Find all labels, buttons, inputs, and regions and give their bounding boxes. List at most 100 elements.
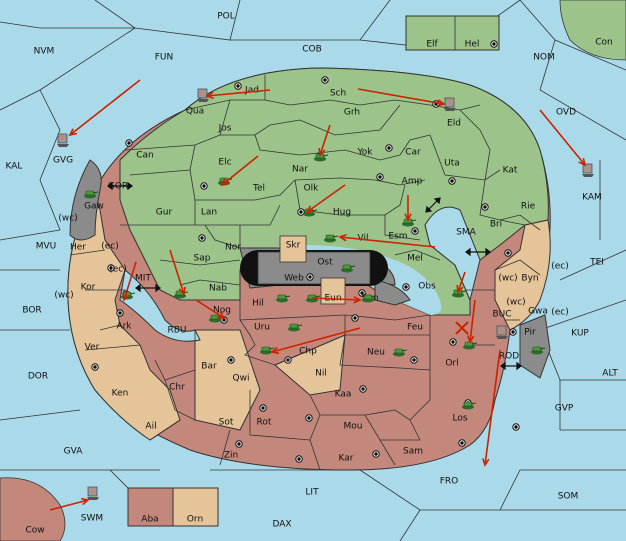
failed-order-mark: [455, 321, 469, 335]
order-arrowhead: [338, 233, 347, 242]
fleet-unit[interactable]: [87, 486, 99, 500]
sea-label-dax: DAX: [272, 520, 291, 530]
order-arrow: [49, 499, 89, 511]
army-unit[interactable]: [288, 323, 303, 332]
order-arrowhead: [80, 497, 90, 506]
army-unit[interactable]: [393, 348, 408, 357]
land-label-sap: Sap: [194, 254, 211, 264]
land-label-ost: Ost: [317, 258, 333, 268]
land-label-nil: Nil: [315, 369, 327, 379]
land-label-kat: Kat: [503, 166, 518, 176]
order-arrow: [457, 271, 466, 293]
land-gaw[interactable]: [69, 159, 102, 241]
order-arrow: [357, 88, 445, 105]
army-unit[interactable]: [324, 234, 339, 243]
supply-center-dot: [261, 406, 265, 410]
order-arrow: [271, 327, 361, 353]
land-label-sam: Sam: [403, 447, 423, 457]
order-arrowhead: [437, 99, 446, 107]
order-arrow: [123, 261, 137, 301]
land-label-ail: Ail: [145, 422, 156, 432]
army-unit[interactable]: [341, 264, 356, 273]
supply-center-dot: [353, 316, 357, 320]
green-region: [119, 67, 549, 316]
order-arrowhead: [270, 346, 280, 355]
lake-inner: [257, 251, 371, 285]
order-arrow: [206, 89, 271, 97]
supply-center-dot: [236, 84, 240, 88]
tan-west: [67, 188, 181, 441]
land-label-nog: Nog: [213, 306, 231, 316]
supply-center-dot: [492, 42, 496, 46]
army-unit[interactable]: [314, 153, 329, 162]
land-label-gur: Gur: [156, 208, 173, 218]
land-label-feu: Feu: [407, 323, 423, 333]
land-skr[interactable]: [279, 235, 307, 263]
coast-label-wc: (wc): [498, 274, 517, 284]
order-arrow: [484, 349, 501, 466]
land-label-chr: Chr: [169, 383, 185, 393]
army-unit[interactable]: [362, 294, 377, 303]
army-unit[interactable]: [463, 341, 478, 350]
supply-center-dot: [297, 457, 301, 461]
land-con[interactable]: [559, 0, 626, 61]
land-label-mou: Mou: [344, 422, 363, 432]
coast-label-wc: (wc): [54, 291, 73, 301]
land-label-neu: Neu: [367, 348, 385, 358]
supply-center-dot: [514, 425, 518, 429]
order-arrowhead: [220, 178, 229, 187]
order-arrow: [319, 124, 331, 156]
land-label-esm: Esm: [388, 232, 407, 242]
army-unit[interactable]: [531, 346, 546, 355]
land-label-rot: Rot: [257, 418, 272, 428]
fleet-unit[interactable]: [197, 88, 209, 102]
land-cow[interactable]: [0, 477, 66, 541]
fleet-unit[interactable]: [444, 97, 456, 111]
army-unit[interactable]: [276, 294, 291, 303]
land-label-tel: Tel: [252, 184, 265, 194]
land-pir[interactable]: [519, 314, 551, 379]
land-label-elc: Elc: [218, 158, 231, 168]
fleet-unit[interactable]: [57, 133, 69, 147]
supply-center-dot: [413, 229, 417, 233]
land-elf-hel[interactable]: [405, 15, 500, 51]
land-label-web: Web: [284, 274, 304, 284]
land-aba[interactable]: [127, 487, 174, 527]
land-label-nar: Nar: [292, 165, 308, 175]
land-label-pir: Pir: [524, 328, 536, 338]
army-unit[interactable]: [462, 401, 477, 410]
sea-label-cob: COB: [302, 45, 322, 55]
order-arrowhead: [178, 286, 186, 296]
order-arrow: [195, 299, 225, 319]
land-label-bar: Bar: [201, 362, 217, 372]
land-label-ver: Ver: [85, 343, 100, 353]
sea-label-buc: BUC: [492, 310, 511, 320]
land-label-jad: Jad: [244, 86, 259, 96]
land-label-hug: Hug: [333, 208, 351, 218]
land-label-amp: Amp: [402, 177, 423, 187]
order-arrow: [469, 299, 476, 343]
army-unit[interactable]: [209, 314, 224, 323]
land-label-grh: Grh: [344, 108, 360, 118]
sea-label-swm: SWM: [81, 514, 103, 524]
sea-label-nom: NOM: [533, 53, 555, 63]
land-orn[interactable]: [172, 487, 219, 527]
supply-center-dot: [237, 442, 241, 446]
army-unit[interactable]: [84, 190, 99, 199]
land-label-aba: Aba: [141, 515, 158, 525]
land-label-orl: Orl: [445, 359, 458, 369]
sea-label-fro: FRO: [440, 477, 459, 487]
fleet-unit[interactable]: [582, 163, 594, 177]
order-arrowhead: [404, 213, 412, 222]
supply-center-dot: [222, 318, 226, 322]
sea-label-mvu: MVU: [36, 242, 57, 252]
supply-center-dot: [378, 175, 382, 179]
land-label-nab: Nab: [209, 284, 227, 294]
fleet-unit[interactable]: [496, 325, 508, 339]
sea-label-cow: Cow: [25, 526, 44, 536]
coast-label-wc: (wc): [58, 214, 77, 224]
order-arrows: [49, 79, 587, 511]
army-unit[interactable]: [260, 346, 275, 355]
order-arrow: [221, 155, 259, 186]
